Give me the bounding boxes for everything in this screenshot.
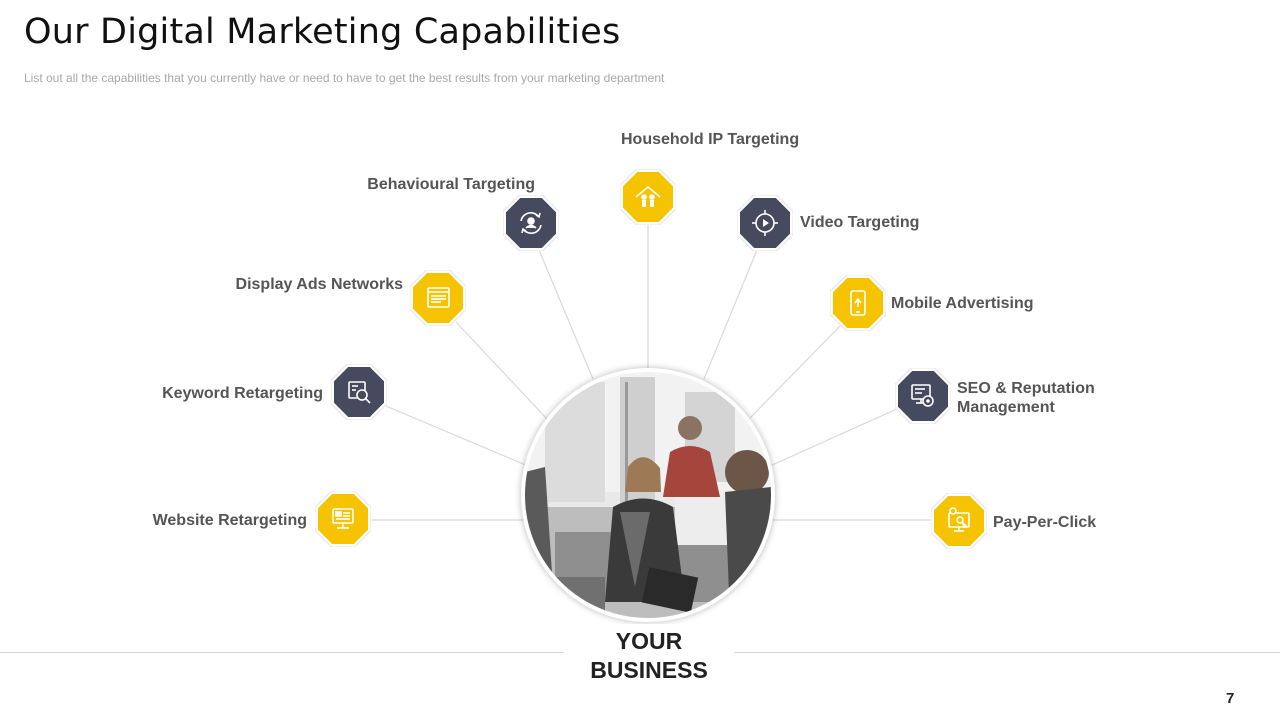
- keyword-search-icon: [348, 381, 371, 404]
- center-label-line2: BUSINESS: [590, 657, 708, 683]
- label-behavioural-targeting: Behavioural Targeting: [367, 176, 535, 193]
- label-seo-line2: Management: [957, 399, 1055, 416]
- connector-display: [455, 321, 549, 421]
- monitor-icon: [332, 508, 354, 529]
- connector-behavioural: [538, 249, 594, 380]
- label-seo-line1: SEO & Reputation: [957, 380, 1095, 397]
- node-keyword-retargeting[interactable]: [331, 364, 387, 420]
- label-website-retargeting: Website Retargeting: [152, 512, 307, 529]
- connector-keyword: [385, 405, 529, 467]
- play-target-icon: [752, 210, 778, 236]
- user-sync-icon: [520, 212, 542, 234]
- connector-video: [703, 249, 758, 380]
- node-display-ads-networks[interactable]: [410, 270, 466, 326]
- node-seo-reputation-management[interactable]: [895, 368, 951, 424]
- label-video-targeting: Video Targeting: [800, 214, 920, 231]
- label-pay-per-click: Pay-Per-Click: [993, 514, 1097, 531]
- your-business-label: YOUR BUSINESS: [564, 624, 734, 686]
- ppc-monitor-icon: [948, 507, 970, 532]
- house-family-icon: [635, 185, 661, 207]
- label-seo-reputation-management: SEO & Reputation Management: [957, 379, 1095, 417]
- node-pay-per-click[interactable]: [931, 493, 987, 549]
- node-behavioural-targeting[interactable]: [503, 195, 559, 251]
- node-video-targeting[interactable]: [737, 195, 793, 251]
- team-meeting-photo: [525, 372, 771, 618]
- node-mobile-advertising[interactable]: [830, 275, 886, 331]
- node-household-ip-targeting[interactable]: [620, 169, 676, 225]
- display-ad-icon: [427, 287, 450, 308]
- label-mobile-advertising: Mobile Advertising: [891, 295, 1034, 312]
- node-website-retargeting[interactable]: [315, 491, 371, 547]
- center-hub: [521, 368, 775, 622]
- page-title: Our Digital Marketing Capabilities: [24, 12, 621, 52]
- label-display-ads-networks: Display Ads Networks: [235, 276, 403, 293]
- label-household-ip-targeting: Household IP Targeting: [621, 131, 800, 148]
- mobile-icon: [850, 290, 866, 316]
- center-label-line1: YOUR: [615, 628, 683, 654]
- label-keyword-retargeting: Keyword Retargeting: [162, 385, 323, 402]
- connector-mobile: [749, 325, 841, 419]
- connector-seo: [769, 407, 900, 467]
- page-number: 7: [1226, 690, 1235, 707]
- page-subtitle: List out all the capabilities that you c…: [24, 71, 665, 85]
- seo-gear-icon: [911, 384, 934, 407]
